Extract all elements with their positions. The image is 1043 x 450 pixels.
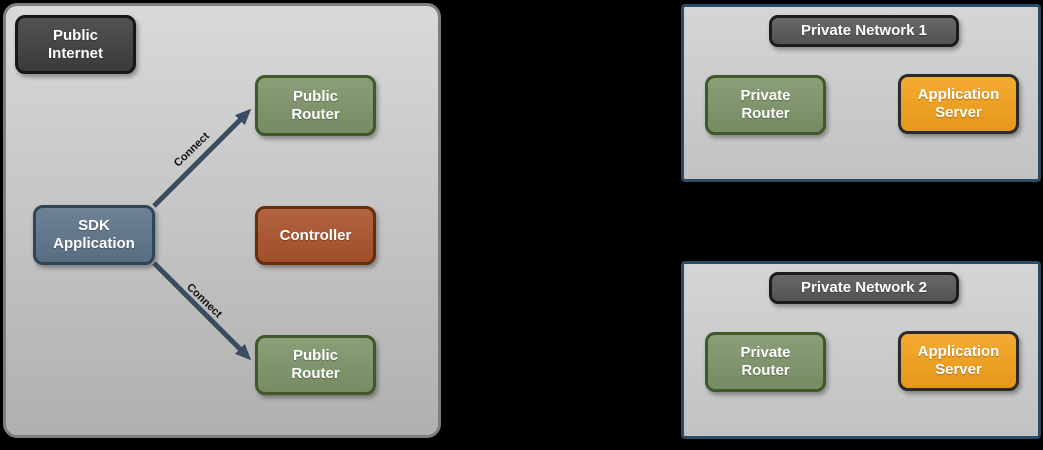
connect-arrow-down xyxy=(152,261,252,361)
node-public-router-top: Public Router xyxy=(255,75,376,136)
public-internet-zone: Public Internet Public Router SDK Applic… xyxy=(3,3,441,438)
node-application-server-2: Application Server xyxy=(898,331,1019,391)
private-network-2: Private Network 2 Private Router Applica… xyxy=(681,261,1041,439)
node-controller: Controller xyxy=(255,206,376,265)
node-private-router-2: Private Router xyxy=(705,332,826,392)
node-application-server-1: Application Server xyxy=(898,74,1019,134)
node-sdk-application: SDK Application xyxy=(33,205,155,265)
connect-label-down: Connect xyxy=(184,281,224,320)
private-network-2-title: Private Network 2 xyxy=(769,272,959,304)
node-private-router-1: Private Router xyxy=(705,75,826,135)
node-public-router-bottom: Public Router xyxy=(255,335,376,395)
private-network-1-title: Private Network 1 xyxy=(769,15,959,47)
public-internet-label: Public Internet xyxy=(15,15,136,74)
connect-label-up: Connect xyxy=(172,130,212,169)
private-network-1: Private Network 1 Private Router Applica… xyxy=(681,4,1041,182)
connect-arrow-up xyxy=(152,108,252,208)
